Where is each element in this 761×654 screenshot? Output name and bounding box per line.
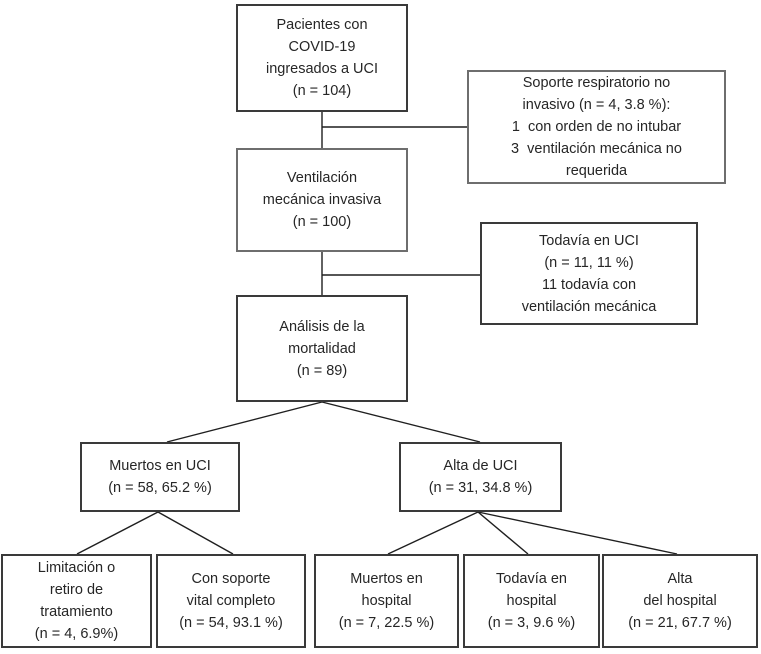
node-mortality-analysis: Análisis de la mortalidad (n = 89)	[236, 295, 408, 402]
node-patients-covid-icu: Pacientes con COVID-19 ingresados a UCI …	[236, 4, 408, 112]
node-invasive-mechanical-ventilation: Ventilación mecánica invasiva (n = 100)	[236, 148, 408, 252]
node-full-life-support: Con soporte vital completo (n = 54, 93.1…	[156, 554, 306, 648]
node-noninvasive-respiratory-support: Soporte respiratorio no invasivo (n = 4,…	[467, 70, 726, 184]
node-still-in-icu: Todavía en UCI (n = 11, 11 %) 11 todavía…	[480, 222, 698, 325]
node-treatment-limitation-withdrawal: Limitación o retiro de tratamiento (n = …	[1, 554, 152, 648]
node-hospital-discharge: Alta del hospital (n = 21, 67.7 %)	[602, 554, 758, 648]
node-icu-discharge: Alta de UCI (n = 31, 34.8 %)	[399, 442, 562, 512]
node-died-in-hospital: Muertos en hospital (n = 7, 22.5 %)	[314, 554, 459, 648]
node-still-in-hospital: Todavía en hospital (n = 3, 9.6 %)	[463, 554, 600, 648]
node-died-in-icu: Muertos en UCI (n = 58, 65.2 %)	[80, 442, 240, 512]
